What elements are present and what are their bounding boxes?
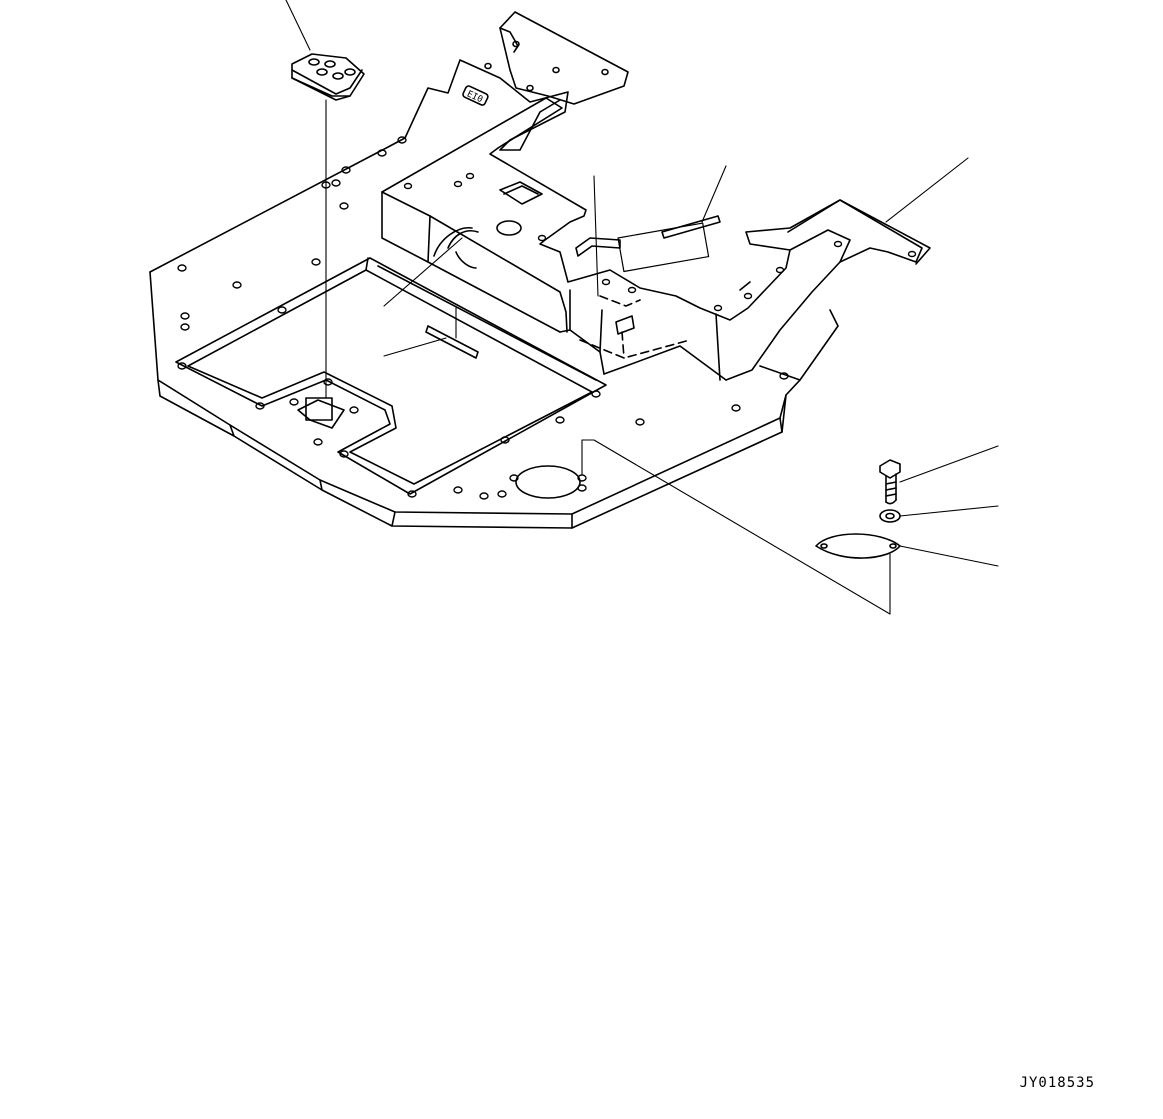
floor-plate-thickness <box>157 379 787 529</box>
cover-plate <box>815 533 901 559</box>
console-cover <box>381 97 931 381</box>
console-top <box>381 97 923 381</box>
floor-plate: EI0 <box>149 11 839 529</box>
drawing-id-label: JY018535 <box>1019 1075 1095 1091</box>
seal-strip <box>425 215 721 359</box>
floor-opening <box>175 257 607 495</box>
leader-lines <box>285 0 999 615</box>
floor-round-hole <box>515 465 581 499</box>
rear-bracket <box>499 11 629 105</box>
bolt <box>879 459 901 505</box>
floor-plate-outline <box>149 59 569 273</box>
floor-bolt-holes <box>177 136 789 500</box>
washer <box>879 509 901 523</box>
floor-plate-edge <box>149 271 839 515</box>
rubber-grommet <box>291 53 365 101</box>
